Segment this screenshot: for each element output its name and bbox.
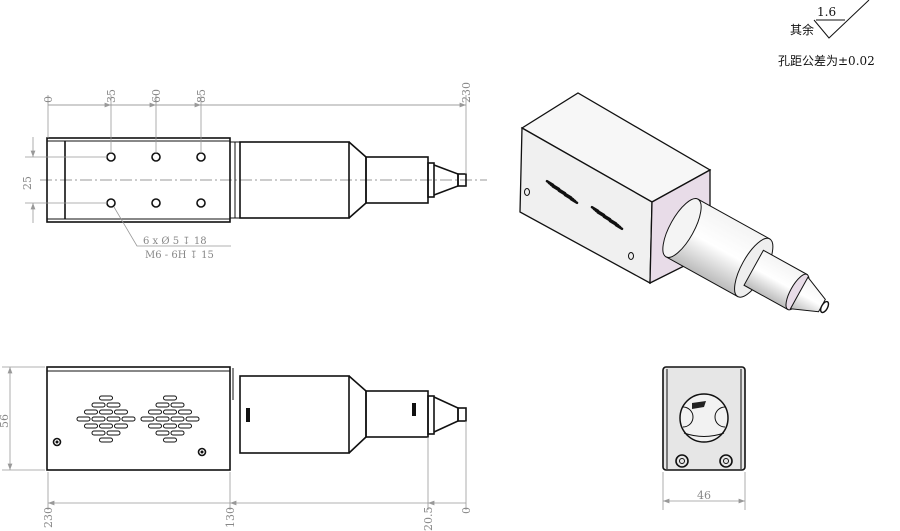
front-view: 46 bbox=[662, 366, 746, 510]
vent-slot bbox=[99, 437, 113, 443]
hole-callout-1: 6 x Ø 5 ↧ 18 bbox=[143, 236, 207, 247]
roughness-label: 其余 bbox=[790, 22, 814, 37]
vent-slot bbox=[155, 430, 170, 436]
tolerance-note: 孔距公差为±0.02 bbox=[778, 54, 875, 68]
hole-callout-2: M6 - 6H ↧ 15 bbox=[145, 250, 214, 261]
vent-slot bbox=[155, 416, 170, 422]
iso-vent-slots bbox=[545, 179, 624, 231]
vent-slot bbox=[106, 402, 121, 408]
vent-slot bbox=[84, 423, 98, 429]
vent-slot bbox=[170, 430, 185, 436]
vent-slot bbox=[99, 423, 113, 429]
vent-slot bbox=[140, 416, 155, 422]
vent-slot bbox=[76, 416, 91, 422]
roughness-symbol bbox=[813, 0, 870, 39]
vent-slot bbox=[99, 395, 113, 401]
vent-slot bbox=[106, 430, 121, 436]
vent-slot bbox=[148, 423, 162, 429]
iso-vent-slot bbox=[614, 223, 624, 231]
dim-85: 85 bbox=[195, 89, 208, 103]
dim-0: 0 bbox=[42, 96, 55, 103]
vent-slot bbox=[84, 409, 98, 415]
isometric-view bbox=[519, 92, 830, 314]
vent-slot bbox=[99, 409, 113, 415]
vent-slot bbox=[155, 402, 170, 408]
dim-35: 35 bbox=[105, 89, 118, 103]
dim-0-side: 0 bbox=[460, 507, 473, 514]
mounting-holes bbox=[106, 152, 206, 208]
top-view: 0 35 60 85 230 25 6 x Ø 5 ↧ 18 M6 - 6H ↧… bbox=[21, 82, 487, 261]
vent-slot bbox=[185, 416, 200, 422]
vent-slot bbox=[91, 430, 106, 436]
vent-slot bbox=[163, 423, 177, 429]
dim-56: 56 bbox=[0, 414, 11, 428]
vent-slot bbox=[91, 416, 106, 422]
vent-slot bbox=[163, 409, 177, 415]
vent-slot bbox=[178, 423, 192, 429]
dim-230: 230 bbox=[460, 82, 473, 103]
vent-slot bbox=[91, 402, 106, 408]
dim-20-5: 20.5 bbox=[422, 507, 435, 531]
iso-vent-slot bbox=[569, 197, 579, 205]
dim-230-side: 230 bbox=[42, 507, 55, 528]
vent-slot bbox=[163, 395, 177, 401]
vent-slot bbox=[114, 409, 128, 415]
vent-slot bbox=[121, 416, 136, 422]
dim-60: 60 bbox=[150, 89, 163, 103]
vent-slot bbox=[170, 402, 185, 408]
vent-slot bbox=[148, 409, 162, 415]
side-view: 56 230 130 20.5 0 bbox=[0, 366, 473, 531]
vent-slot bbox=[178, 409, 192, 415]
vent-slot bbox=[163, 437, 177, 443]
dim-46: 46 bbox=[697, 489, 711, 502]
dim-130: 130 bbox=[224, 507, 237, 528]
surface-roughness-note: 其余 1.6 孔距公差为±0.02 bbox=[778, 0, 875, 68]
roughness-value: 1.6 bbox=[817, 5, 836, 19]
vent-slot bbox=[170, 416, 185, 422]
vent-slot bbox=[114, 423, 128, 429]
dim-25: 25 bbox=[21, 176, 34, 190]
vent-slots bbox=[76, 395, 200, 443]
vent-slot bbox=[106, 416, 121, 422]
